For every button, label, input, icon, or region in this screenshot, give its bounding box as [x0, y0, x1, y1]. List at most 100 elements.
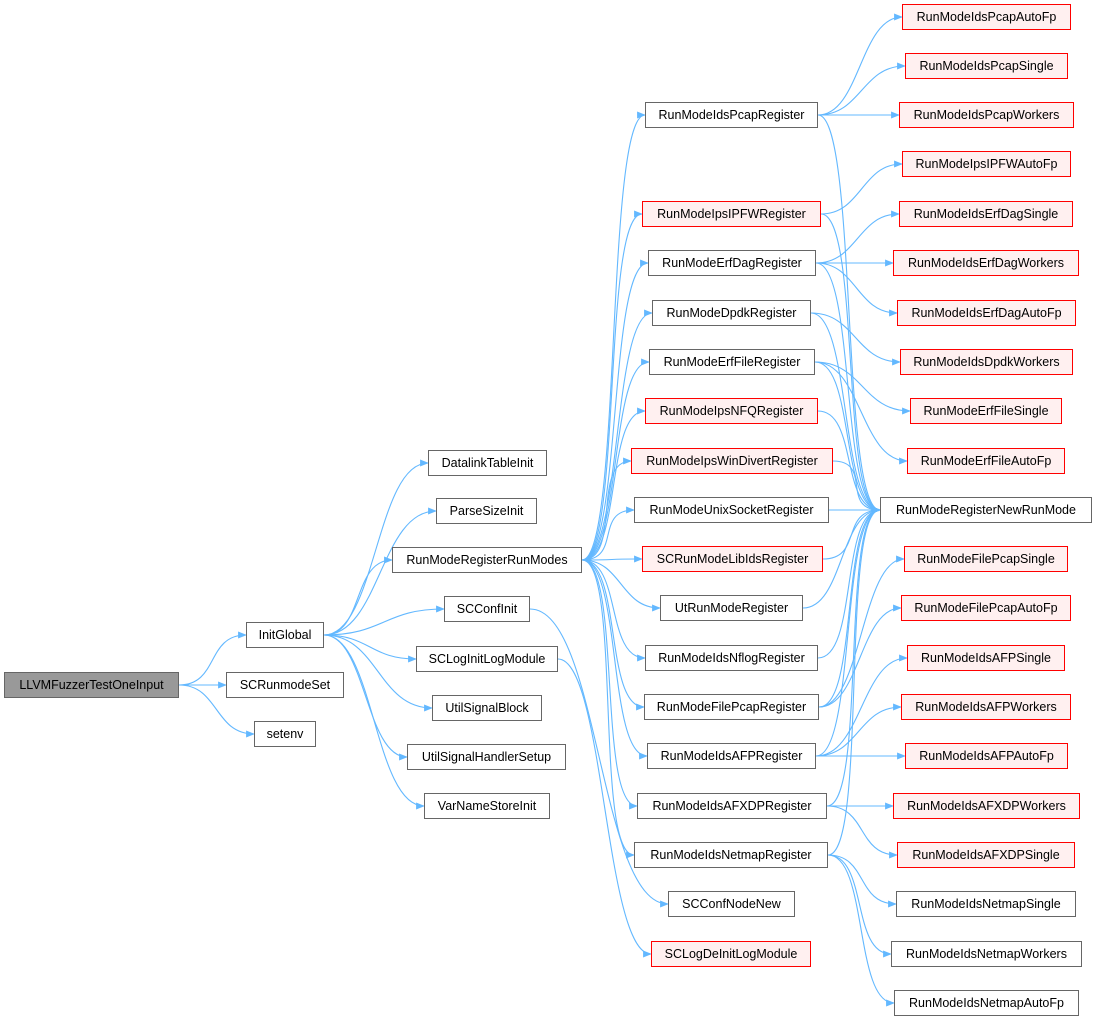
node-label: RunModeIdsAFXDPSingle: [912, 847, 1060, 862]
node-runmodeidsafpsingle[interactable]: RunModeIdsAFPSingle: [907, 645, 1065, 671]
node-initglobal[interactable]: InitGlobal: [246, 622, 324, 648]
node-runmodefilepcapsingle[interactable]: RunModeFilePcapSingle: [904, 546, 1068, 572]
node-label: RunModeIdsErfDagAutoFp: [911, 305, 1062, 320]
edge-filepcapreg-to-filepcapautofp: [818, 604, 902, 708]
edge-erffilereg-to-erffilesingle: [814, 361, 911, 415]
edge-initglobal-to-scconfinit: [323, 605, 445, 636]
node-label: SCLogInitLogModule: [428, 651, 546, 666]
node-runmodeipsipfwautofp[interactable]: RunModeIpsIPFWAutoFp: [902, 151, 1071, 177]
edge-llvm-to-initglobal: [178, 631, 247, 686]
node-label: RunModeIpsNFQRegister: [659, 403, 804, 418]
node-runmodeerfdagregister[interactable]: RunModeErfDagRegister: [648, 250, 816, 276]
edge-rmregrunmodes-to-erffilereg: [581, 358, 650, 561]
node-runmodeidsnetmapautofp[interactable]: RunModeIdsNetmapAutoFp: [894, 990, 1079, 1016]
edge-erffilereg-to-erffileautofp: [814, 361, 908, 465]
node-runmoderegisternewrunmode[interactable]: RunModeRegisterNewRunMode: [880, 497, 1092, 523]
node-label: RunModeIpsIPFWRegister: [657, 206, 806, 221]
node-scconfinit[interactable]: SCConfInit: [444, 596, 530, 622]
edge-pcapreg-to-pcapsingle: [817, 62, 906, 116]
node-runmodeidsafpworkers[interactable]: RunModeIdsAFPWorkers: [901, 694, 1071, 720]
edge-afpreg-to-afpworkers: [815, 703, 902, 757]
edge-ipfwreg-to-ipfwautofp: [820, 160, 903, 215]
node-label: RunModeFilePcapRegister: [656, 699, 807, 714]
node-runmodeidserfdagautofp[interactable]: RunModeIdsErfDagAutoFp: [897, 300, 1076, 326]
node-label: RunModeIdsPcapRegister: [658, 107, 805, 122]
node-label: InitGlobal: [258, 627, 312, 642]
node-runmodeidspcapautofp[interactable]: RunModeIdsPcapAutoFp: [902, 4, 1071, 30]
node-runmodeerffileautofp[interactable]: RunModeErfFileAutoFp: [907, 448, 1065, 474]
node-label: RunModeIdsPcapAutoFp: [916, 9, 1057, 24]
node-utrunmoderegister[interactable]: UtRunModeRegister: [660, 595, 803, 621]
node-label: UtilSignalBlock: [445, 700, 529, 715]
node-runmodeidsnetmapregister[interactable]: RunModeIdsNetmapRegister: [634, 842, 828, 868]
edge-afpreg-to-afpsingle: [815, 654, 908, 757]
node-label: RunModeIdsAFXDPWorkers: [907, 798, 1066, 813]
node-datalinktableinit[interactable]: DatalinkTableInit: [428, 450, 547, 476]
node-runmodeidsdpdkworkers[interactable]: RunModeIdsDpdkWorkers: [900, 349, 1073, 375]
node-label: RunModeIdsNetmapAutoFp: [909, 995, 1064, 1010]
node-varnamestoreinit[interactable]: VarNameStoreInit: [424, 793, 550, 819]
node-runmodeidserfdagsingle[interactable]: RunModeIdsErfDagSingle: [899, 201, 1073, 227]
edge-initglobal-to-utilsignalblock: [323, 634, 433, 712]
node-utilsignalhandlersetup[interactable]: UtilSignalHandlerSetup: [407, 744, 566, 770]
node-label: RunModeErfDagRegister: [662, 255, 802, 270]
node-runmodeidsafxdpsingle[interactable]: RunModeIdsAFXDPSingle: [897, 842, 1075, 868]
node-parsesizeinit[interactable]: ParseSizeInit: [436, 498, 537, 524]
node-runmodeipsnfqregister[interactable]: RunModeIpsNFQRegister: [645, 398, 818, 424]
edge-rmregrunmodes-to-afxdpreg: [581, 559, 638, 810]
node-scloginitlogmodule[interactable]: SCLogInitLogModule: [416, 646, 558, 672]
node-runmodeipswindivertregister[interactable]: RunModeIpsWinDivertRegister: [631, 448, 833, 474]
node-runmodeidspcapsingle[interactable]: RunModeIdsPcapSingle: [905, 53, 1068, 79]
node-runmodeidspcapregister[interactable]: RunModeIdsPcapRegister: [645, 102, 818, 128]
node-scrunmodelibidsregister[interactable]: SCRunModeLibIdsRegister: [642, 546, 823, 572]
node-runmodeidsafxdpworkers[interactable]: RunModeIdsAFXDPWorkers: [893, 793, 1080, 819]
edge-initglobal-to-datalink: [323, 459, 429, 636]
edge-netmapreg-to-netmapautofp: [827, 854, 895, 1007]
edge-rmregrunmodes-to-nflogreg: [581, 559, 646, 662]
node-runmodeidspcapworkers[interactable]: RunModeIdsPcapWorkers: [899, 102, 1074, 128]
node-label: RunModeFilePcapSingle: [917, 551, 1055, 566]
edge-erffilereg-to-newrunmode: [814, 361, 881, 514]
node-scconfnodenew[interactable]: SCConfNodeNew: [668, 891, 795, 917]
node-runmodeidsafxdpregister[interactable]: RunModeIdsAFXDPRegister: [637, 793, 827, 819]
node-setenv[interactable]: setenv: [254, 721, 316, 747]
node-runmodeidsafpregister[interactable]: RunModeIdsAFPRegister: [647, 743, 816, 769]
node-label: RunModeIdsAFPSingle: [921, 650, 1051, 665]
node-label: RunModeErfFileAutoFp: [920, 453, 1052, 468]
edge-scloginit-to-scdeinit: [557, 658, 652, 958]
node-runmoderegisterrunmodes[interactable]: RunModeRegisterRunModes: [392, 547, 582, 573]
node-label: SCConfNodeNew: [682, 896, 781, 911]
edge-pcapreg-to-newrunmode: [817, 114, 881, 514]
node-runmodefilepcapregister[interactable]: RunModeFilePcapRegister: [644, 694, 819, 720]
node-runmodeerffileregister[interactable]: RunModeErfFileRegister: [649, 349, 815, 375]
node-label: RunModeIdsDpdkWorkers: [913, 354, 1060, 369]
edge-llvm-to-setenv: [178, 684, 255, 738]
node-label: RunModeIdsNetmapWorkers: [906, 946, 1067, 961]
node-runmodeipsipfwregister[interactable]: RunModeIpsIPFWRegister: [642, 201, 821, 227]
node-label: RunModeIdsAFPRegister: [660, 748, 803, 763]
edge-initglobal-to-scloginit: [323, 634, 417, 663]
edge-rmregrunmodes-to-windivertreg: [581, 457, 632, 561]
node-runmodeidsnflogregister[interactable]: RunModeIdsNflogRegister: [645, 645, 818, 671]
node-label: RunModeIdsAFPAutoFp: [919, 748, 1054, 763]
node-sclogdeinitlogmodule[interactable]: SCLogDeInitLogModule: [651, 941, 811, 967]
node-runmodeunixsocketregister[interactable]: RunModeUnixSocketRegister: [634, 497, 829, 523]
node-runmodedpdkregister[interactable]: RunModeDpdkRegister: [652, 300, 811, 326]
node-label: RunModeIdsNetmapSingle: [911, 896, 1061, 911]
edge-windivertreg-to-newrunmode: [832, 460, 881, 514]
node-scrunmodeset[interactable]: SCRunmodeSet: [226, 672, 344, 698]
node-label: RunModeIdsErfDagWorkers: [907, 255, 1065, 270]
node-runmodeidsnetmapsingle[interactable]: RunModeIdsNetmapSingle: [896, 891, 1076, 917]
node-utilsignalblock[interactable]: UtilSignalBlock: [432, 695, 542, 721]
edge-erfdagreg-to-erfdagautofp: [815, 262, 898, 317]
node-runmodeidserfdagworkers[interactable]: RunModeIdsErfDagWorkers: [893, 250, 1079, 276]
node-label: DatalinkTableInit: [441, 455, 534, 470]
node-runmodefilepcapautofp[interactable]: RunModeFilePcapAutoFp: [901, 595, 1071, 621]
edge-ipfwreg-to-newrunmode: [820, 213, 881, 514]
node-label: SCRunModeLibIdsRegister: [656, 551, 809, 566]
node-label: RunModeIpsWinDivertRegister: [646, 453, 818, 468]
node-runmodeidsafpautofp[interactable]: RunModeIdsAFPAutoFp: [905, 743, 1068, 769]
node-label: UtilSignalHandlerSetup: [421, 749, 552, 764]
node-runmodeerffilesingle[interactable]: RunModeErfFileSingle: [910, 398, 1062, 424]
node-runmodeidsnetmapworkers[interactable]: RunModeIdsNetmapWorkers: [891, 941, 1082, 967]
